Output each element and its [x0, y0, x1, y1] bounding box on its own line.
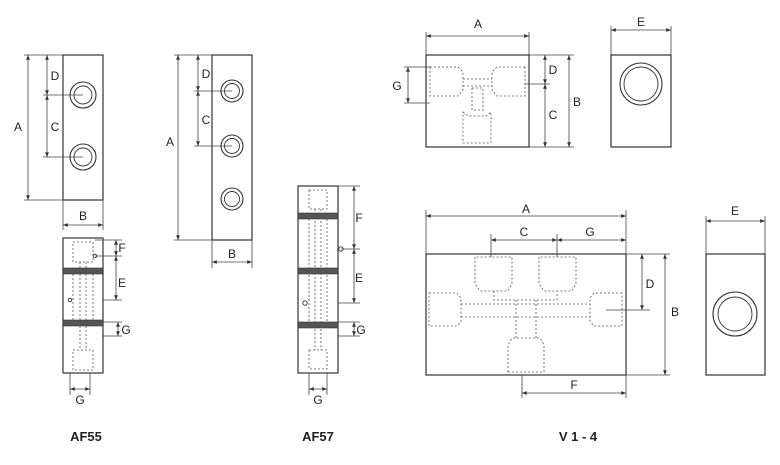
- dim-label-e: E: [118, 276, 126, 290]
- dim-label-a: A: [522, 202, 530, 216]
- dim-label-c: C: [202, 113, 211, 127]
- v14-bottom-side-dim-labels: E: [731, 204, 739, 218]
- af57-section-view: [297, 185, 344, 374]
- v14-top-section-dims: [404, 32, 574, 148]
- af57-section-dims: [308, 185, 360, 395]
- dim-label-f: F: [355, 211, 362, 225]
- dim-label-g: G: [356, 323, 365, 337]
- v14-bottom-section-dims: [425, 210, 670, 398]
- dim-label-d: D: [51, 69, 60, 83]
- dim-label-e: E: [637, 15, 645, 29]
- dim-label-g: G: [585, 225, 594, 239]
- af55-section-view: [62, 237, 104, 374]
- dim-label-b: B: [573, 95, 581, 109]
- dim-label-g: G: [313, 393, 322, 407]
- dim-label-b: B: [228, 247, 236, 261]
- captions: AF55 AF57 V 1 - 4: [70, 429, 598, 444]
- caption-af55: AF55: [70, 429, 102, 444]
- v14-top-side-dims: [610, 26, 672, 55]
- dim-label-g: G: [392, 79, 401, 93]
- dim-label-a: A: [474, 17, 482, 31]
- dim-label-d: D: [202, 67, 211, 81]
- dim-label-a: A: [14, 120, 22, 134]
- v14-bottom-section-dim-labels: A C G D B F: [520, 202, 679, 392]
- af55-front-dim-labels: A D C B: [14, 69, 87, 223]
- v14-top-side-dim-labels: E: [637, 15, 645, 29]
- dim-label-g: G: [121, 323, 130, 337]
- af55-front-view: [62, 54, 104, 201]
- af57-front-dim-labels: A D C B: [166, 67, 236, 261]
- dim-label-b: B: [671, 305, 679, 319]
- v14-bottom-section-view: [425, 253, 627, 376]
- dim-label-c: C: [51, 120, 60, 134]
- v14-bottom-side-view: [705, 253, 766, 376]
- dim-label-b: B: [79, 209, 87, 223]
- caption-af57: AF57: [302, 429, 334, 444]
- dim-label-d: D: [549, 63, 558, 77]
- dim-label-c: C: [520, 225, 529, 239]
- dim-label-f: F: [118, 241, 125, 255]
- caption-v14: V 1 - 4: [559, 429, 598, 444]
- dim-label-g: G: [75, 393, 84, 407]
- dim-label-c: C: [549, 108, 558, 122]
- af55-section-dims: [69, 239, 122, 395]
- dim-label-f: F: [570, 378, 577, 392]
- af57-front-view: [211, 54, 253, 241]
- af55-front-dims: [24, 54, 104, 230]
- dim-label-a: A: [166, 135, 174, 149]
- af55-section-dim-labels: F E G G: [75, 241, 130, 407]
- v14-top-section-dim-labels: A G D C B: [392, 17, 581, 122]
- v14-top-side-view: [610, 54, 672, 148]
- v14-top-section-view: [425, 54, 530, 148]
- dim-label-e: E: [355, 271, 363, 285]
- dim-label-d: D: [646, 277, 655, 291]
- v14-bottom-side-dims: [705, 216, 766, 254]
- dim-label-e: E: [731, 204, 739, 218]
- af57-front-dims: [174, 54, 253, 268]
- af57-section-dim-labels: F E G G: [313, 211, 365, 407]
